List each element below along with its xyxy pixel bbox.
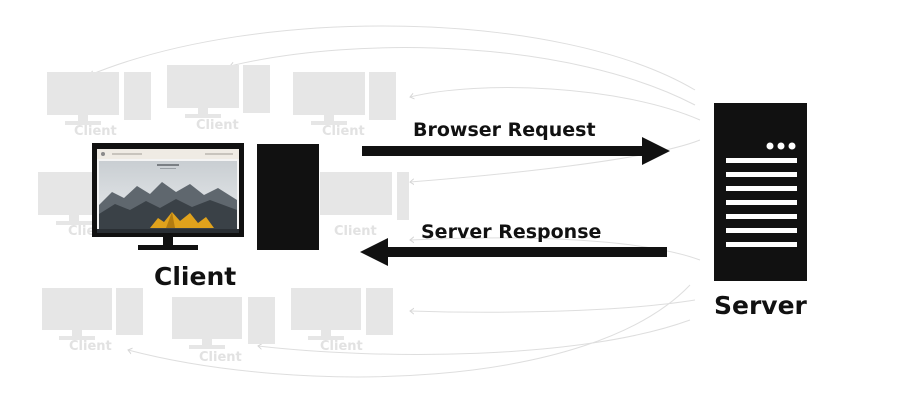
tower-icon — [257, 144, 319, 250]
background-client-label: Client — [199, 350, 242, 365]
server-label: Server — [714, 291, 808, 320]
background-client-label: Client — [196, 118, 239, 133]
background-client-label: Client — [320, 339, 363, 354]
connection-curve — [410, 87, 701, 121]
background-client: Client — [167, 65, 270, 133]
monitor-icon — [92, 143, 244, 250]
connection-curve — [258, 319, 691, 355]
background-client: Client — [293, 72, 396, 139]
request-label: Browser Request — [413, 119, 596, 141]
main-client-label: Client — [154, 262, 236, 291]
background-client: Client — [47, 72, 151, 139]
server: Server — [714, 103, 808, 320]
connection-curve — [410, 299, 696, 312]
connection-curve — [128, 284, 691, 378]
background-client-label: Client — [334, 224, 377, 239]
connection-curve — [90, 25, 696, 91]
connection-curve — [230, 47, 696, 106]
background-client: Client — [320, 172, 409, 239]
background-client-label: Client — [69, 339, 112, 354]
response-arrow: Server Response — [360, 221, 667, 266]
response-label: Server Response — [421, 221, 601, 243]
main-client: Client — [92, 143, 319, 291]
background-client: Client — [291, 288, 393, 354]
connection-curve — [410, 238, 701, 261]
connection-curve — [410, 139, 701, 182]
server-icon — [714, 103, 807, 281]
request-arrow: Browser Request — [362, 119, 670, 165]
background-client-label: Client — [322, 124, 365, 139]
background-client: Client — [172, 297, 275, 365]
background-client-label: Client — [74, 124, 117, 139]
connection-curves — [90, 25, 701, 378]
background-client: Client — [42, 288, 143, 354]
